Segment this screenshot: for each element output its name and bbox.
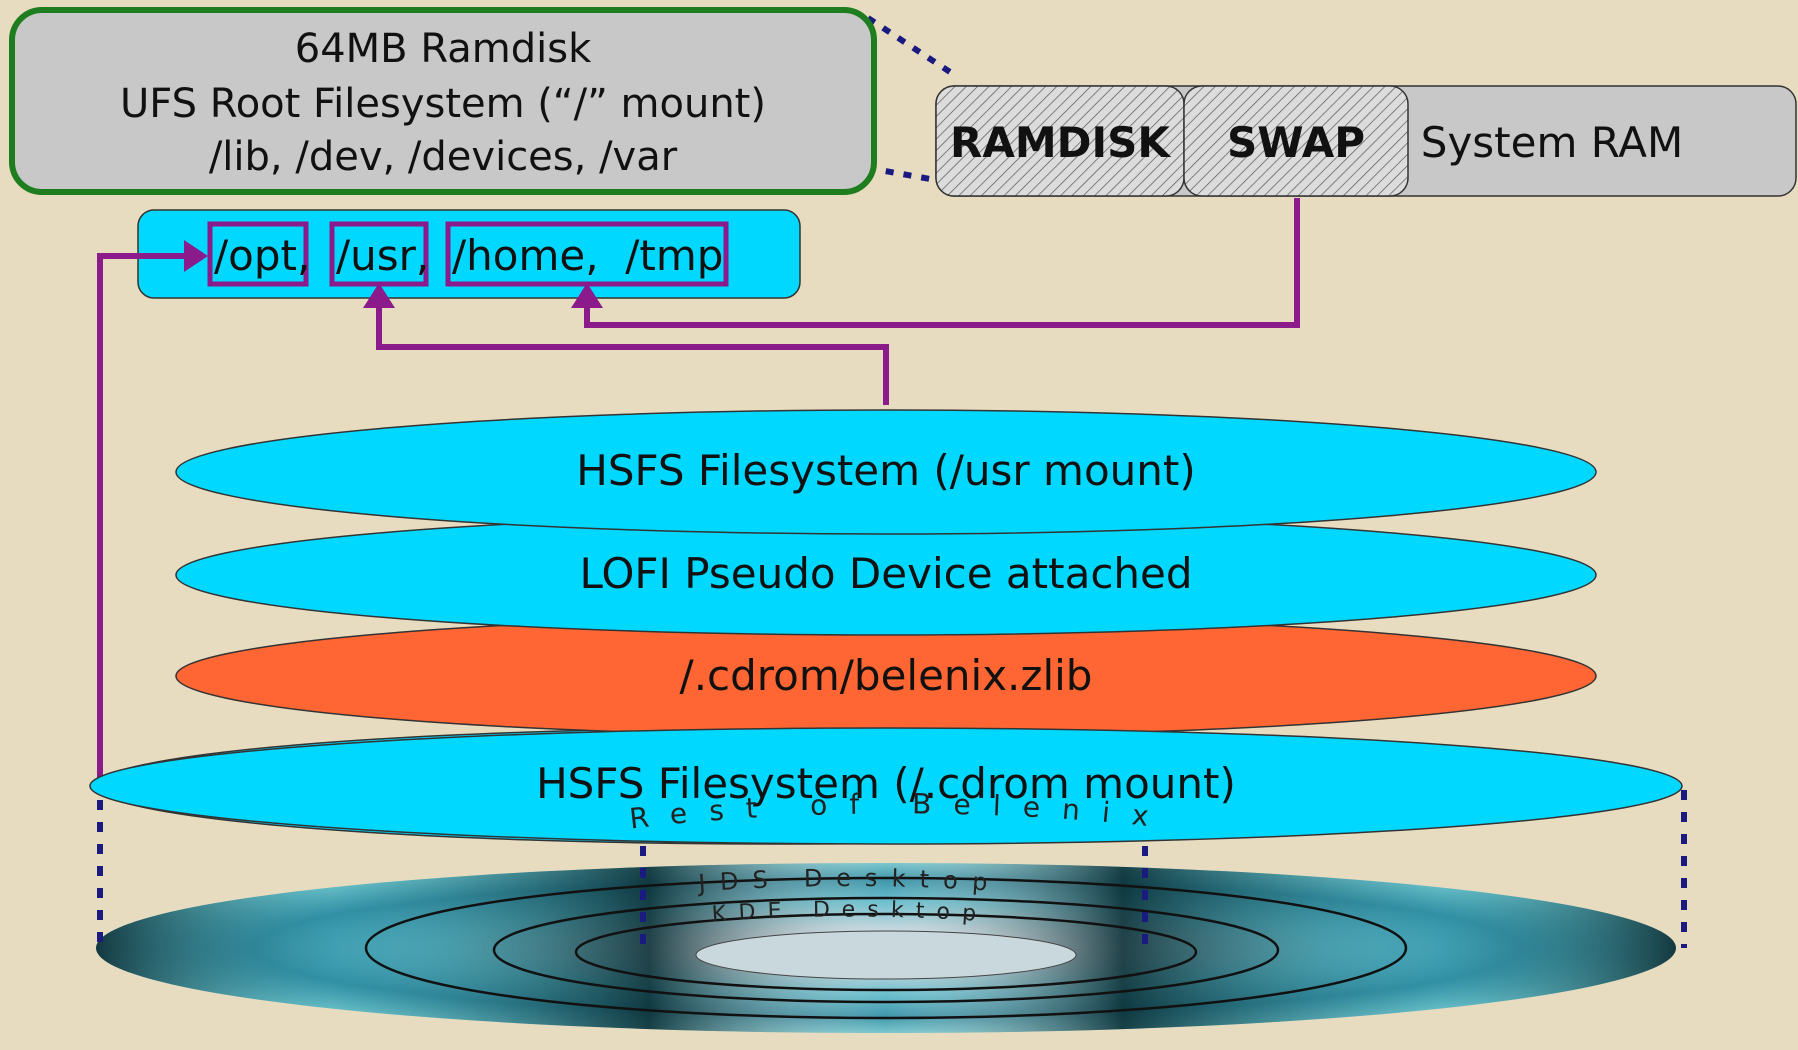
hsfs-cdrom-label: HSFS Filesystem (/.cdrom mount) — [536, 759, 1236, 808]
system-ram-label: System RAM — [1421, 118, 1683, 167]
opt-outline — [207, 221, 309, 287]
memory-bar: RAMDISK SWAP System RAM — [935, 85, 1797, 197]
ramdisk-connector-bottom — [867, 165, 937, 183]
cd-hub — [695, 930, 1077, 980]
directories-box: /opt, /usr, /home, /tmp — [137, 209, 801, 299]
opt-mount-arrowhead — [184, 240, 208, 272]
ramdisk-line3: /lib, /dev, /devices, /var — [209, 134, 678, 180]
cd-ring-middle — [492, 896, 1280, 1004]
zlib-label: /.cdrom/belenix.zlib — [680, 651, 1093, 700]
cd-ring-outer — [364, 876, 1408, 1020]
opt-label: /opt, — [214, 231, 310, 280]
home-tmp-label: /home, /tmp — [452, 231, 723, 280]
ramdisk-box: 64MB Ramdisk UFS Root Filesystem (“/” mo… — [9, 7, 877, 195]
usr-label: /usr, — [336, 231, 429, 280]
swap-segment-label: SWAP — [1227, 118, 1365, 167]
hsfs-usr-layer — [175, 409, 1597, 535]
lofi-label: LOFI Pseudo Device attached — [579, 549, 1192, 598]
ramdisk-line2: UFS Root Filesystem (“/” mount) — [120, 81, 766, 127]
hsfs-cdrom-layer-front — [89, 727, 1683, 845]
cd-ring-inner-text: KDE Desktop — [711, 897, 989, 927]
swap-to-home-arrow — [584, 198, 1300, 328]
swap-segment — [1183, 85, 1409, 197]
cd-ring-inner — [574, 912, 1198, 992]
ramdisk-segment-label: RAMDISK — [950, 118, 1171, 167]
cd-disc: Rest of Belenix JDS Desktop KDE Desktop — [96, 787, 1676, 1033]
ramdisk-line1: 64MB Ramdisk — [295, 26, 592, 72]
hsfs-usr-label: HSFS Filesystem (/usr mount) — [576, 446, 1196, 495]
usr-mount-arrow — [376, 292, 889, 405]
opt-mount-arrow — [97, 253, 190, 790]
usr-mount-arrowhead — [363, 283, 395, 308]
swap-to-home-arrowhead — [571, 283, 603, 308]
